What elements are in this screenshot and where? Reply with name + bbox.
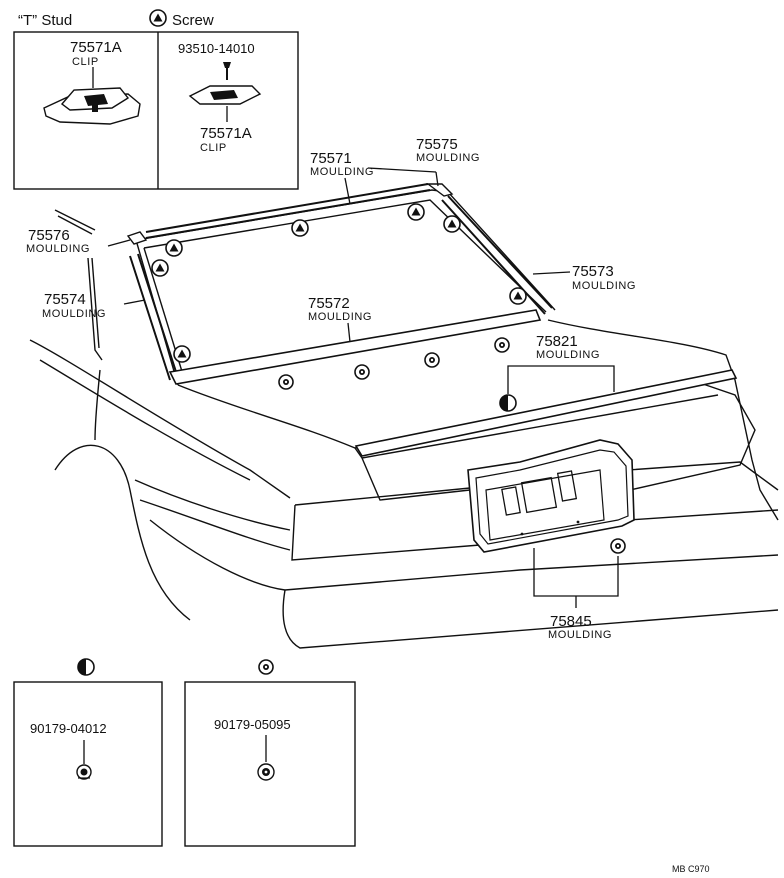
ring-clip-part-number: 90179-05095 xyxy=(214,717,291,732)
legend-screw-label: Screw xyxy=(172,12,214,29)
half-circle-clip-part-number: 90179-04012 xyxy=(30,721,107,736)
screw-icon xyxy=(509,287,527,305)
legend-t-stud-label: “T” Stud xyxy=(18,12,72,29)
ring-clip-icon xyxy=(354,364,370,380)
part-75572-name: MOULDING xyxy=(308,311,372,323)
screw-legend-icon xyxy=(149,9,167,27)
moulding-75845-garnish xyxy=(467,439,635,553)
part-75821-number: 75821 xyxy=(536,333,578,350)
screw-icon xyxy=(151,259,169,277)
screw-icon xyxy=(173,345,191,363)
half-circle-legend-icon xyxy=(77,658,95,676)
part-75845-number: 75845 xyxy=(550,613,592,630)
ring-legend-icon xyxy=(258,659,274,675)
screw-icon xyxy=(407,203,425,221)
drawing-code: MB C970 xyxy=(672,864,710,874)
part-75573-number: 75573 xyxy=(572,263,614,280)
inset-right-part-name: CLIP xyxy=(200,142,227,154)
moulding-75574-shape xyxy=(129,253,179,381)
inset-left-part-name: CLIP xyxy=(72,56,99,68)
car-body-outline xyxy=(29,189,779,649)
screw-icon xyxy=(223,62,231,80)
t-stud-clip-icon xyxy=(43,87,141,125)
part-75573-name: MOULDING xyxy=(572,280,636,292)
screw-icon xyxy=(443,215,461,233)
part-75821-name: MOULDING xyxy=(536,349,600,361)
part-75576-name: MOULDING xyxy=(26,243,90,255)
ring-clip-icon xyxy=(278,374,294,390)
inset-left-part-number: 75571A xyxy=(70,39,122,56)
part-75576-number: 75576 xyxy=(28,227,70,244)
inset-right-screw-number: 93510-14010 xyxy=(178,41,255,56)
screw-clip-icon xyxy=(188,85,262,105)
screw-icon xyxy=(291,219,309,237)
moulding-75572-shape xyxy=(168,309,542,385)
part-75572-number: 75572 xyxy=(308,295,350,312)
part-75575-name: MOULDING xyxy=(416,152,480,164)
part-75574-number: 75574 xyxy=(44,291,86,308)
moulding-75576-shape xyxy=(126,231,148,245)
grommet-icon xyxy=(76,764,92,780)
half-circle-clip-inset xyxy=(13,681,163,847)
grommet-icon xyxy=(257,763,275,781)
ring-clip-icon xyxy=(494,337,510,353)
part-75574-name: MOULDING xyxy=(42,308,106,320)
clip-inset-box xyxy=(13,31,299,190)
part-75575-number: 75575 xyxy=(416,136,458,153)
half-circle-clip-icon xyxy=(499,394,517,412)
inset-right-part-number: 75571A xyxy=(200,125,252,142)
ring-clip-icon xyxy=(610,538,626,554)
part-75845-name: MOULDING xyxy=(548,629,612,641)
moulding-75573-shape xyxy=(441,195,553,315)
screw-icon xyxy=(165,239,183,257)
part-75571-number: 75571 xyxy=(310,150,352,167)
ring-clip-icon xyxy=(424,352,440,368)
ring-clip-inset xyxy=(184,681,356,847)
part-75571-name: MOULDING xyxy=(310,166,374,178)
moulding-75575-shape xyxy=(425,183,454,197)
moulding-75571-shape xyxy=(145,183,431,239)
moulding-75821-shape xyxy=(354,369,738,457)
